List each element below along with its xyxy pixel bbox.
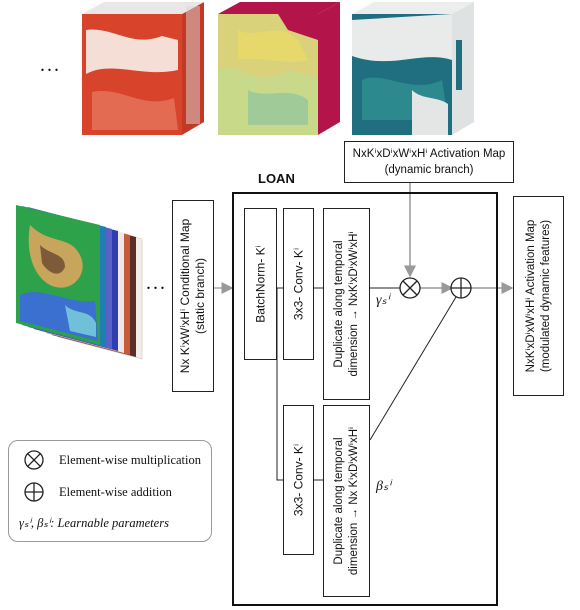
conv-bottom-box: 3x3- Conv- Kⁱ — [283, 405, 314, 555]
duplicate-bottom-box: Duplicate along temporal dimension → Nx … — [323, 405, 370, 597]
duplicate-bottom-line1: Duplicate along temporal — [332, 437, 345, 565]
activation-map-dynamic-subtitle: (dynamic branch) — [384, 164, 474, 176]
conditional-map-box: Nx KⁱxWⁱxHⁱ Conditional Map (static bran… — [172, 200, 214, 392]
legend-panel: Element-wise multiplication Element-wise… — [8, 440, 212, 542]
legend-row-multiply: Element-wise multiplication — [23, 449, 201, 471]
conditional-map-subtitle: (static branch) — [193, 257, 207, 335]
legend-row-params: γₛⁱ, βₛⁱ: Learnable parameters — [19, 515, 169, 531]
link-bn-conv-bottom — [276, 288, 283, 481]
duplicate-bottom-line2: dimension → Nx KⁱxDⁱxWⁱxHⁱ — [347, 426, 360, 576]
cube-yellow-icon — [218, 2, 340, 135]
multiply-operator-icon — [399, 277, 421, 299]
cube-red-icon — [82, 2, 204, 135]
conv-bottom-label: 3x3- Conv- Kⁱ — [291, 443, 305, 517]
activation-map-dynamic-title: NxKⁱxDⁱxWⁱxHⁱ Activation Map — [352, 148, 506, 160]
loan-module-frame — [232, 192, 498, 606]
duplicate-top-box: Duplicate along temporal dimension → NxK… — [323, 208, 370, 400]
duplicate-bottom-label: Duplicate along temporal dimension → Nx … — [332, 427, 362, 575]
conv-top-box: 3x3- Conv- Kⁱ — [283, 208, 314, 360]
top-ellipsis: ... — [40, 54, 61, 76]
conditional-map-label: Nx KⁱxWⁱxHⁱ Conditional Map (static bran… — [178, 219, 208, 373]
add-operator-icon — [450, 277, 472, 299]
activation-map-dynamic-box: NxKⁱxDⁱxWⁱxHⁱ Activation Map (dynamic br… — [344, 141, 514, 183]
legend-add-text: Element-wise addition — [59, 484, 172, 499]
legend-multiply-text: Element-wise multiplication — [59, 452, 201, 467]
activation-map-modulated-label: NxKⁱxDⁱxWⁱxHⁱ Activation Map (modulated … — [524, 220, 554, 373]
beta-label: βₛⁱ — [376, 479, 391, 494]
legend-params-text: γₛⁱ, βₛⁱ: Learnable parameters — [19, 516, 169, 530]
loan-label: LOAN — [258, 171, 295, 186]
legend-multiply-icon — [24, 450, 44, 470]
conv-top-label: 3x3- Conv- Kⁱ — [291, 247, 305, 321]
conditional-map-stack-icon — [16, 205, 143, 360]
batchnorm-label: BatchNorm- Kⁱ — [253, 245, 267, 323]
duplicate-top-line1: Duplicate along temporal — [332, 240, 345, 368]
middle-ellipsis: ... — [146, 272, 167, 294]
link-dup-bottom-add — [369, 296, 457, 441]
activation-map-modulated-subtitle: (modulated dynamic features) — [539, 219, 552, 373]
duplicate-top-label: Duplicate along temporal dimension → NxK… — [332, 232, 362, 377]
conditional-map-title: Nx KⁱxWⁱxHⁱ Conditional Map — [178, 218, 192, 374]
legend-add-icon — [24, 482, 44, 502]
duplicate-top-line2: dimension → NxKⁱxDⁱxWⁱxHⁱ — [347, 231, 360, 377]
activation-map-modulated-title: NxKⁱxDⁱxWⁱxHⁱ Activation Map — [524, 219, 537, 373]
gamma-label: γₛⁱ — [376, 293, 390, 308]
batchnorm-box: BatchNorm- Kⁱ — [244, 208, 277, 360]
legend-row-add: Element-wise addition — [23, 481, 172, 503]
cube-teal-icon — [352, 2, 474, 135]
activation-map-modulated-box: NxKⁱxDⁱxWⁱxHⁱ Activation Map (modulated … — [513, 196, 564, 396]
